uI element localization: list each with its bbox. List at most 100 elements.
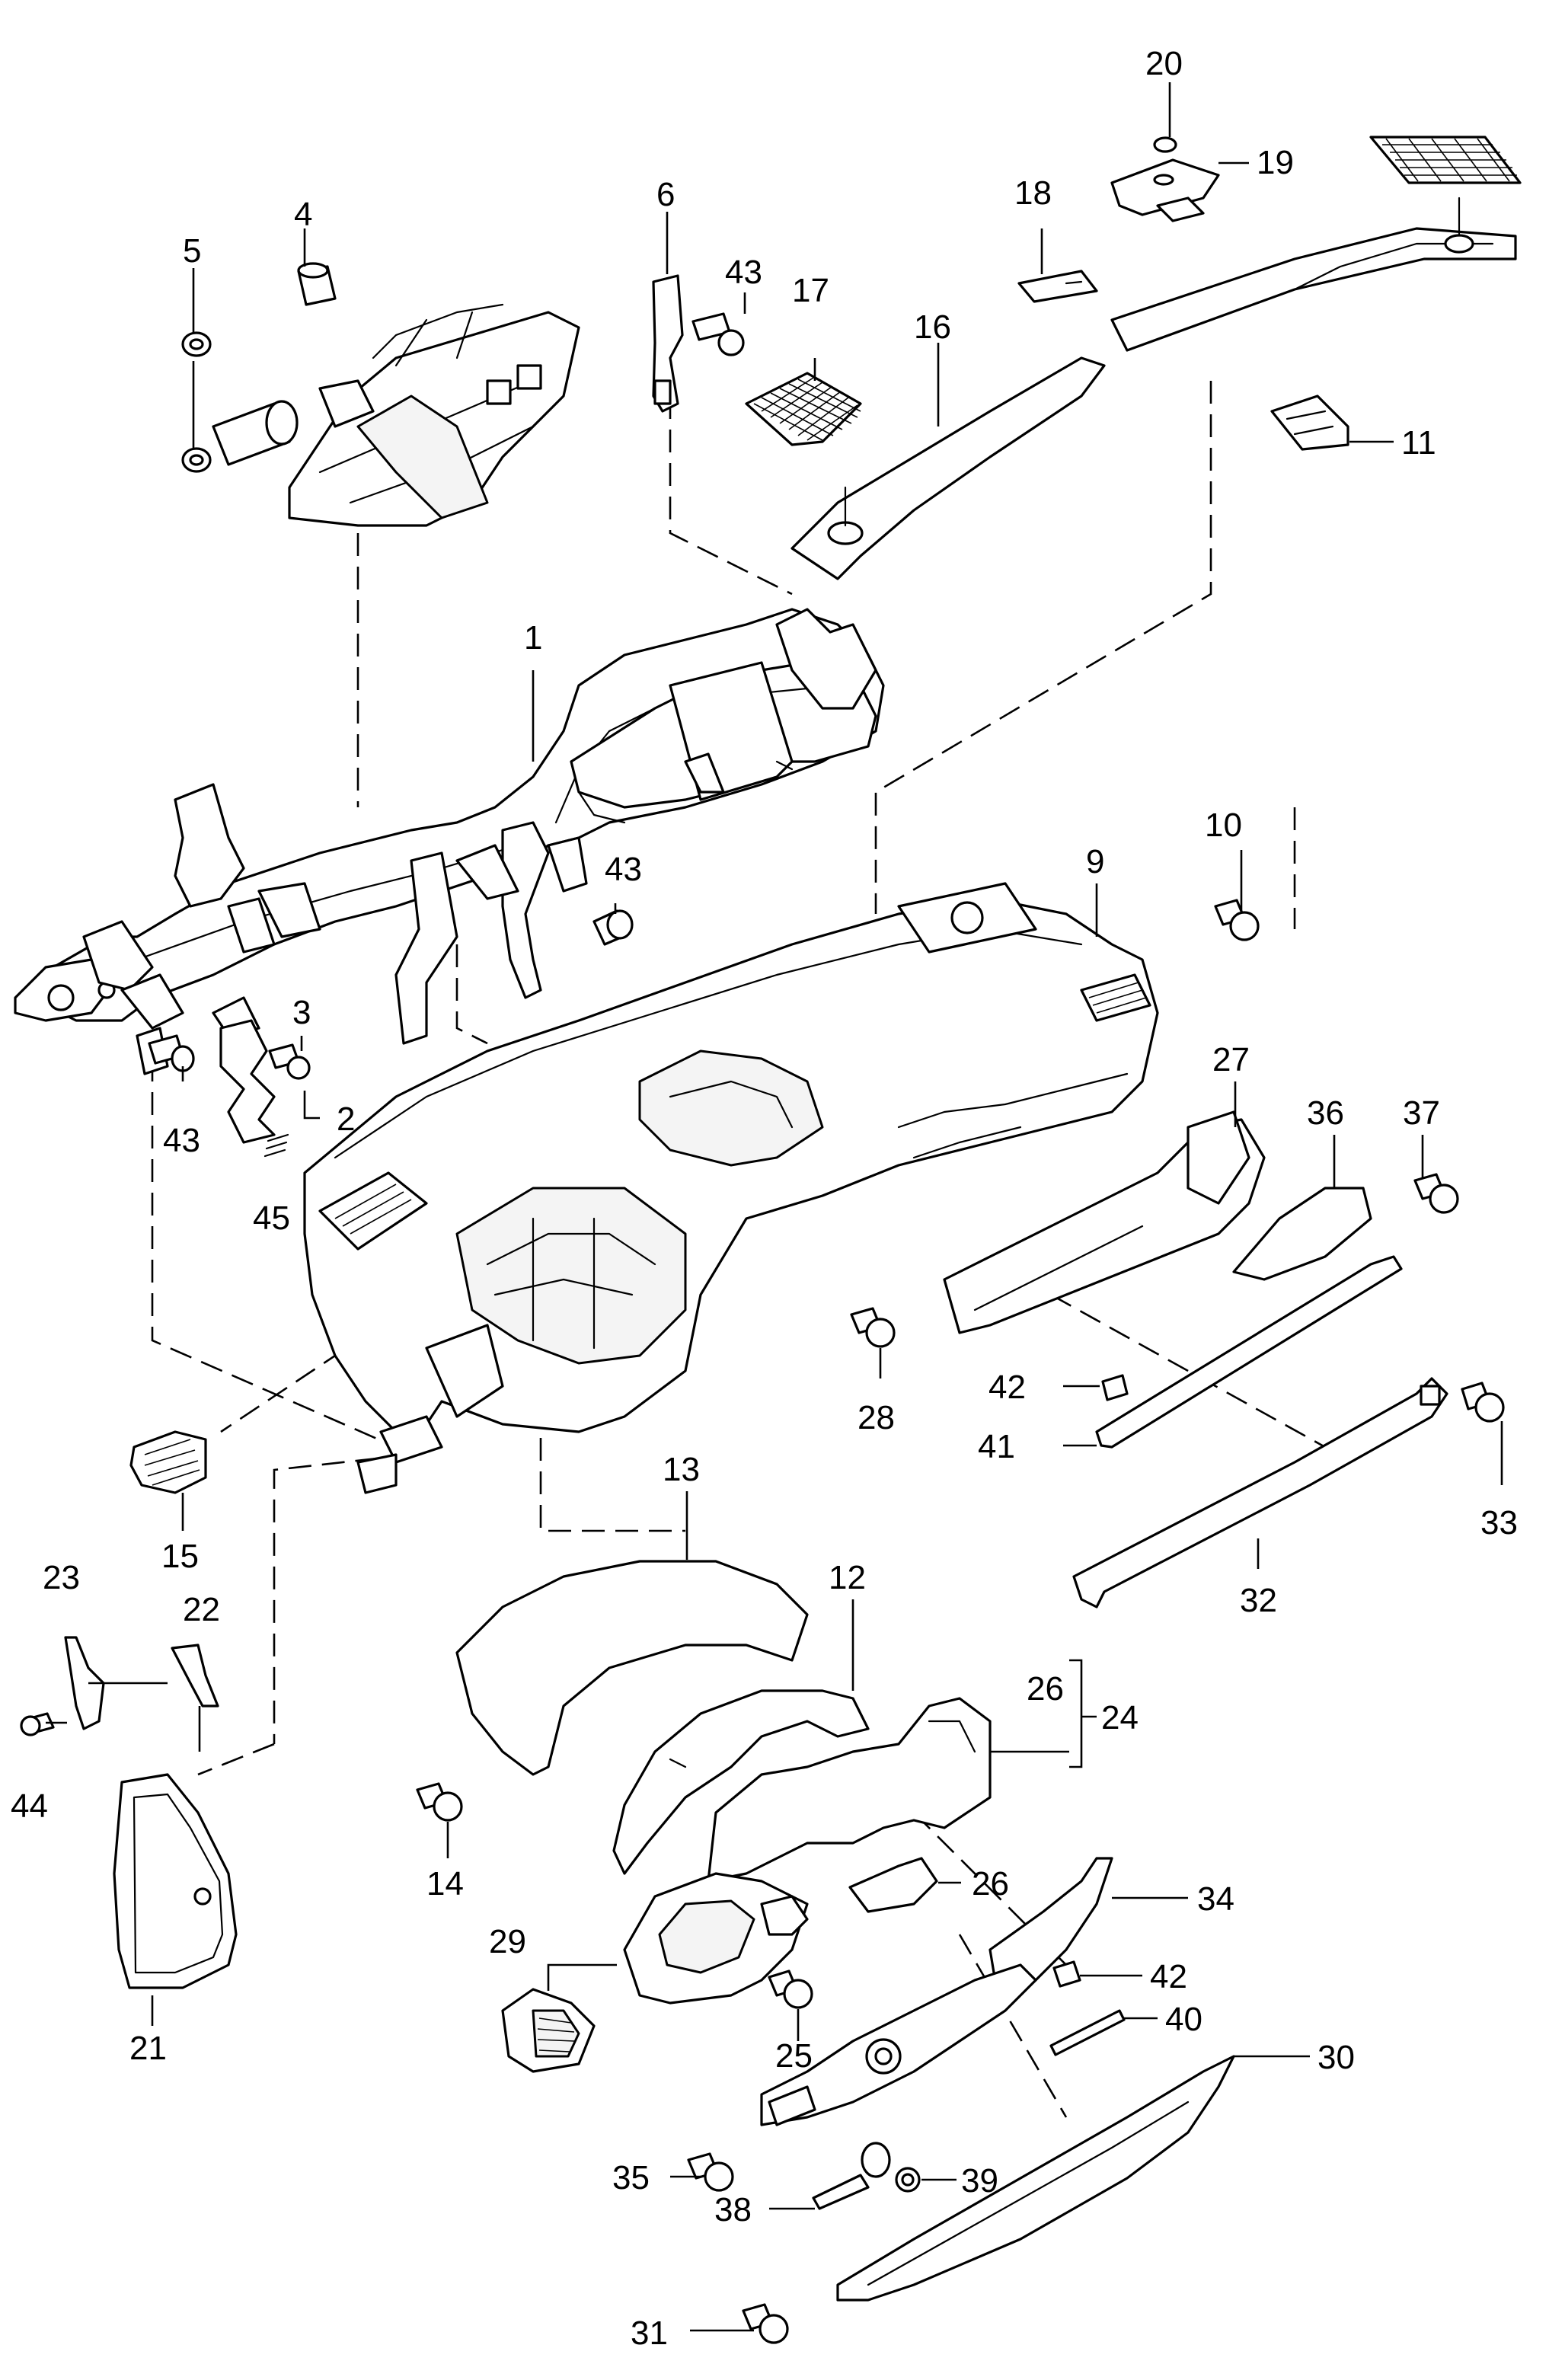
callout-31: 31	[631, 2315, 668, 2352]
vent-part-29	[501, 1988, 596, 2073]
callout-36: 36	[1307, 1094, 1344, 1132]
washer-part-5	[181, 331, 212, 473]
callout-9: 9	[1086, 843, 1104, 880]
callout-11: 11	[1401, 424, 1436, 462]
callout-40: 40	[1165, 2001, 1202, 2038]
strip-part-38	[812, 2142, 891, 2210]
callout-5: 5	[183, 232, 201, 270]
clip-part-22	[171, 1644, 219, 1708]
callout-14: 14	[426, 1865, 464, 1902]
callout-38: 38	[714, 2191, 752, 2228]
callout-43-left: 43	[163, 1122, 200, 1159]
strip-part-40	[1049, 2009, 1126, 2056]
vent-part-15	[129, 1430, 207, 1494]
top-cover-part-16	[790, 356, 1106, 580]
knee-panel-part-30	[836, 2055, 1235, 2302]
callout-32: 32	[1240, 1582, 1277, 1619]
callout-13: 13	[663, 1451, 700, 1488]
callout-labels: 1 2 3 4 5 6 9 10 11 12 13 14 15 16 17 18…	[11, 45, 1518, 2352]
callout-44: 44	[11, 1787, 48, 1825]
bracket-part-23	[64, 1636, 105, 1730]
spring-clip-part-45	[263, 1133, 289, 1158]
screw-part-35	[687, 2152, 734, 2192]
dashboard-part-9	[303, 882, 1159, 1494]
grommet-part-39	[895, 2167, 921, 2193]
rail-part-32	[1072, 1377, 1448, 1608]
support-part-19	[1110, 158, 1220, 222]
side-panel-part-21	[113, 1773, 238, 1989]
callout-28: 28	[858, 1399, 895, 1436]
inner-cover-part-12	[612, 1689, 870, 1875]
callout-6: 6	[656, 176, 675, 213]
callout-24: 24	[1101, 1699, 1139, 1736]
sound-pad-part-17	[745, 372, 862, 446]
callout-20: 20	[1145, 45, 1183, 82]
callout-17: 17	[792, 272, 829, 309]
bracket-part-2	[219, 1019, 276, 1144]
callout-45: 45	[253, 1200, 290, 1237]
clip-part-42-lower	[1052, 1960, 1081, 1988]
callout-35: 35	[612, 2159, 650, 2196]
callout-12: 12	[829, 1559, 866, 1596]
surround-part-24	[707, 1697, 992, 1883]
pin-part-4	[297, 262, 337, 306]
clip-part-42-right	[1101, 1374, 1129, 1401]
callout-26-lower: 26	[972, 1865, 1009, 1902]
mesh-panel-top	[1369, 136, 1522, 254]
crossmember-part-1	[14, 608, 885, 1075]
clip-part-11	[1270, 395, 1349, 451]
trim-part-36	[1232, 1187, 1372, 1281]
screw-part-25	[768, 1969, 813, 2009]
callout-10: 10	[1205, 807, 1242, 844]
screw-part-31	[742, 2303, 789, 2344]
callout-16: 16	[914, 308, 951, 346]
strip-part-41	[1095, 1255, 1403, 1449]
callout-37: 37	[1403, 1094, 1440, 1132]
callout-39: 39	[961, 2162, 998, 2200]
screw-part-14	[416, 1782, 463, 1822]
callout-33: 33	[1480, 1504, 1518, 1541]
callout-18: 18	[1014, 174, 1052, 212]
callout-4: 4	[294, 196, 312, 233]
callout-21: 21	[129, 2030, 167, 2067]
bracket-part-6	[652, 274, 684, 413]
glovebox-lid-part-27	[943, 1110, 1266, 1334]
screw-part-28	[850, 1307, 896, 1348]
callout-43-mid: 43	[605, 851, 642, 888]
callout-29: 29	[489, 1923, 526, 1960]
callout-41: 41	[978, 1428, 1015, 1465]
callout-34: 34	[1197, 1880, 1234, 1918]
clip-part-18	[1017, 270, 1098, 303]
callout-19: 19	[1257, 144, 1294, 181]
callout-25: 25	[775, 2037, 813, 2075]
screw-part-44	[20, 1712, 55, 1736]
callout-1: 1	[524, 619, 542, 656]
callout-27: 27	[1212, 1041, 1250, 1078]
callout-43-top: 43	[725, 254, 762, 291]
bushing-assembly	[212, 379, 375, 466]
callout-42-right: 42	[988, 1369, 1026, 1406]
screw-part-10	[1214, 899, 1260, 941]
screw-part-37	[1413, 1173, 1459, 1214]
surround-lower	[623, 1872, 809, 2005]
callout-26-top: 26	[1027, 1670, 1064, 1708]
bracket-part-26-lower	[848, 1857, 938, 1913]
screw-part-33	[1461, 1382, 1505, 1423]
callout-23: 23	[43, 1559, 80, 1596]
screw-part-3	[268, 1043, 311, 1080]
callout-30: 30	[1317, 2039, 1355, 2076]
grommet-part-20	[1153, 136, 1177, 153]
callout-3: 3	[292, 994, 311, 1031]
bolt-part-43-top	[691, 312, 745, 356]
instrument-cover-part-13	[455, 1560, 809, 1776]
callout-2: 2	[337, 1101, 355, 1138]
column-mount-detail	[288, 303, 580, 527]
callout-15: 15	[161, 1538, 199, 1575]
bolt-part-43-mid	[592, 909, 634, 946]
bolt-part-43-left	[148, 1034, 195, 1072]
callout-22: 22	[183, 1591, 220, 1628]
leader-lines	[46, 82, 1503, 2332]
lower-console	[760, 1963, 1037, 2126]
callout-42-lower: 42	[1150, 1958, 1187, 1995]
